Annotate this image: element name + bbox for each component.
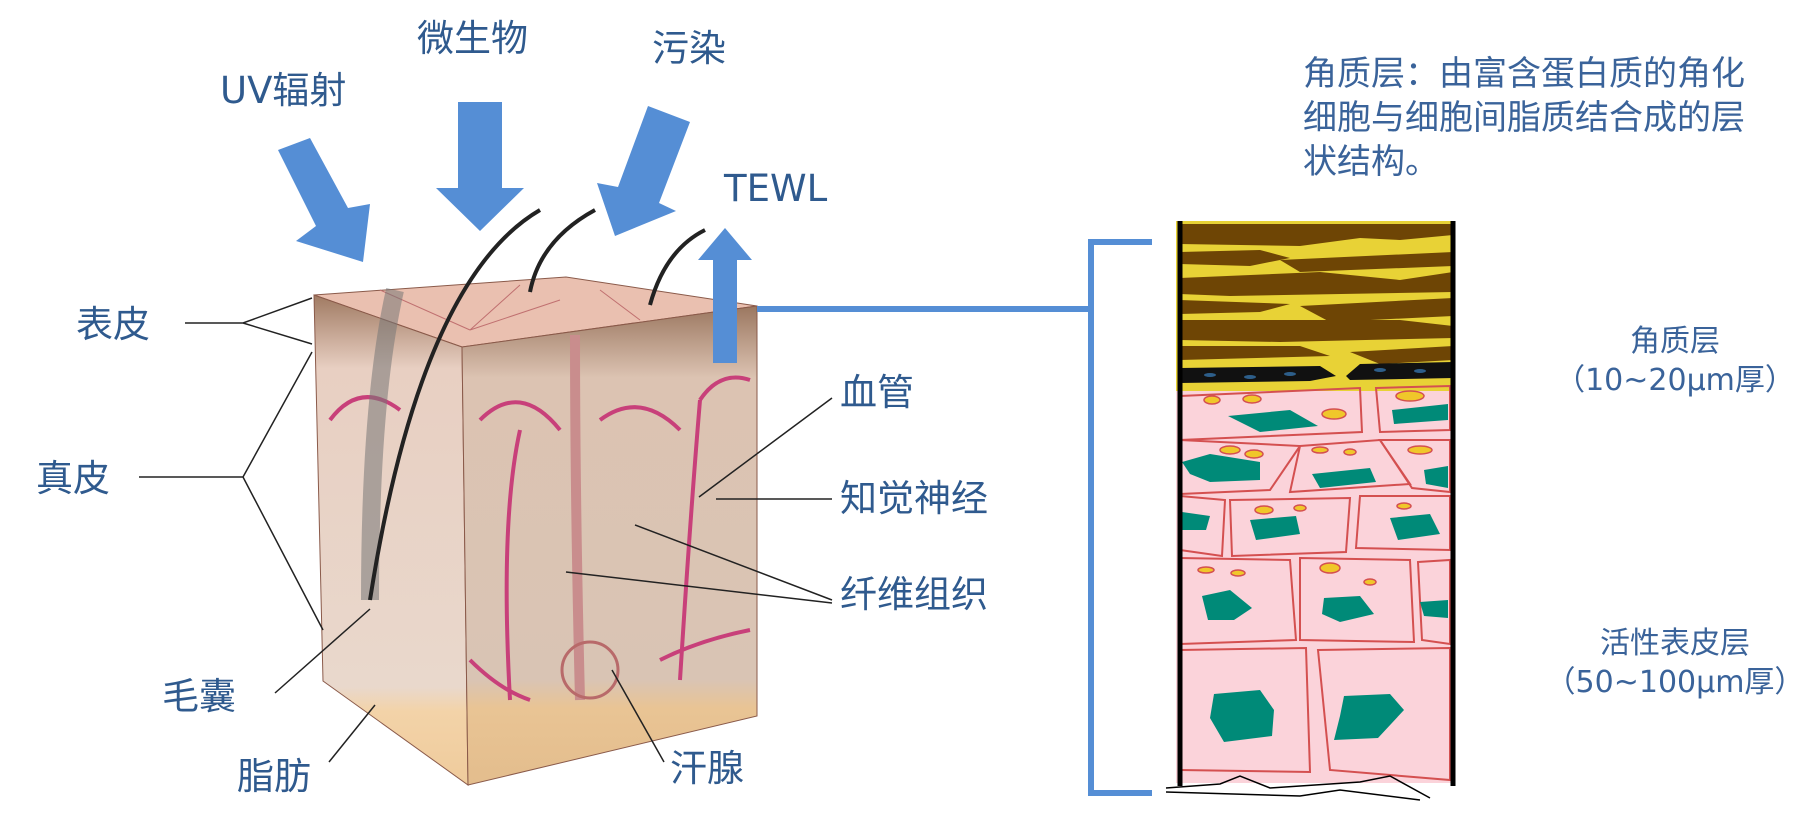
pollution-arrow (597, 106, 690, 236)
tewl-label: TEWL (724, 167, 828, 210)
pollution-label: 污染 (652, 27, 726, 70)
uv-arrow (278, 138, 370, 262)
microbes-arrow (436, 102, 524, 231)
stratum-corneum-label: 角质层 （10~20μm厚） (1525, 322, 1801, 400)
fat-label: 脂肪 (237, 755, 311, 798)
microbes-label: 微生物 (417, 17, 528, 60)
epidermis-label: 表皮 (76, 303, 150, 346)
leader-lines (139, 297, 833, 763)
viable-epidermis-label: 活性表皮层 （50~100μm厚） (1525, 624, 1801, 702)
viable-epidermis-name: 活性表皮层 (1600, 626, 1750, 661)
fibrous-tissue-label: 纤维组织 (840, 573, 988, 616)
stratum-corneum-thickness: （10~20μm厚） (1555, 363, 1795, 398)
sensory-nerve-label: 知觉神经 (840, 477, 988, 520)
sweat-gland-label: 汗腺 (670, 747, 744, 790)
epidermis-layer-magnified (1165, 221, 1456, 801)
viable-epidermis-thickness: （50~100μm厚） (1545, 665, 1801, 700)
skin-cross-section-illustration (313, 208, 758, 786)
uv-radiation-label: UV辐射 (220, 69, 347, 112)
blood-vessel-label: 血管 (840, 371, 914, 414)
dermis-label: 真皮 (36, 457, 110, 500)
tewl-arrow (698, 228, 752, 363)
stratum-corneum-description: 角质层：由富含蛋白质的角化细胞与细胞间脂质结合成的层状结构。 (1303, 54, 1745, 182)
stratum-corneum-name: 角质层 (1630, 324, 1720, 359)
zoom-bracket (757, 239, 1152, 796)
hair-follicle-label: 毛囊 (162, 675, 236, 718)
